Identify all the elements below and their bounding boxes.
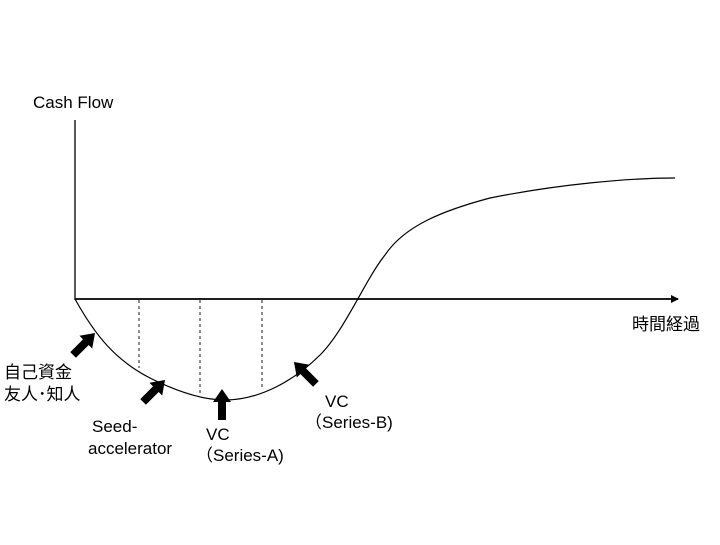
stage-arrow-series-a — [213, 389, 231, 420]
stage-arrow-series-b — [293, 361, 319, 387]
stage-arrow-self-funding — [70, 332, 96, 358]
stage-label-series-b-line1: VC — [325, 392, 349, 411]
stage-label-self-funding-line1: 自己資金 — [4, 363, 72, 382]
stage-label-seed-line1: Seed- — [92, 417, 138, 436]
stage-label-series-a-line2: （Series-A) — [196, 446, 284, 465]
x-axis-label: 時間経過 — [632, 315, 700, 334]
stage-label-seed-line2: accelerator — [88, 439, 173, 458]
stage-arrow-seed — [140, 379, 166, 405]
stage-label-series-a-line1: VC — [206, 425, 230, 444]
cash-flow-curve — [74, 177, 676, 401]
stage-label-series-b-line2: （Series-B) — [305, 413, 393, 432]
stage-label-self-funding-line2: 友人･知人 — [4, 385, 81, 404]
y-axis-label: Cash Flow — [33, 93, 114, 112]
